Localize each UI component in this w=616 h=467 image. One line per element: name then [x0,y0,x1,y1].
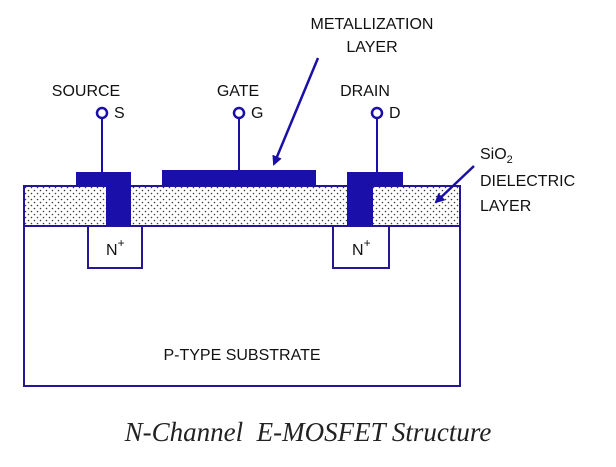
n-plus-region-source [87,225,143,269]
n-plus-drain-letter: N [352,242,364,259]
n-plus-label-drain: N+ [352,236,371,259]
diagram-caption: N-Channel E-MOSFET Structure [124,417,492,447]
metallization-arrow [272,57,320,166]
gate-label: GATE [217,83,259,100]
n-plus-source-sign: + [118,236,125,250]
gate-terminal-icon [232,106,246,120]
source-terminal-icon [95,106,109,120]
metallization-label-line2: LAYER [346,39,397,56]
sio2-label-base: SiO [480,146,507,163]
source-metal-via [106,172,131,226]
drain-letter: D [389,105,401,122]
drain-terminal-icon [370,106,384,120]
source-label: SOURCE [52,83,120,100]
metallization-label-line1: METALLIZATION [311,16,434,33]
sio2-label: SiO2 [480,146,513,166]
sio2-dielectric-layer [23,185,461,227]
substrate-label: P-TYPE SUBSTRATE [163,347,320,364]
n-plus-label-source: N+ [106,236,125,259]
source-letter: S [114,105,125,122]
sio2-label-subscript: 2 [507,154,513,166]
n-plus-source-letter: N [106,242,118,259]
drain-metal-via [347,172,373,226]
dielectric-label-line2: LAYER [480,198,531,215]
drain-label: DRAIN [340,83,390,100]
gate-letter: G [251,105,263,122]
n-plus-drain-sign: + [364,236,371,250]
gate-metal [162,170,316,186]
dielectric-arrow [434,165,475,204]
dielectric-label-line1: DIELECTRIC [480,173,575,190]
